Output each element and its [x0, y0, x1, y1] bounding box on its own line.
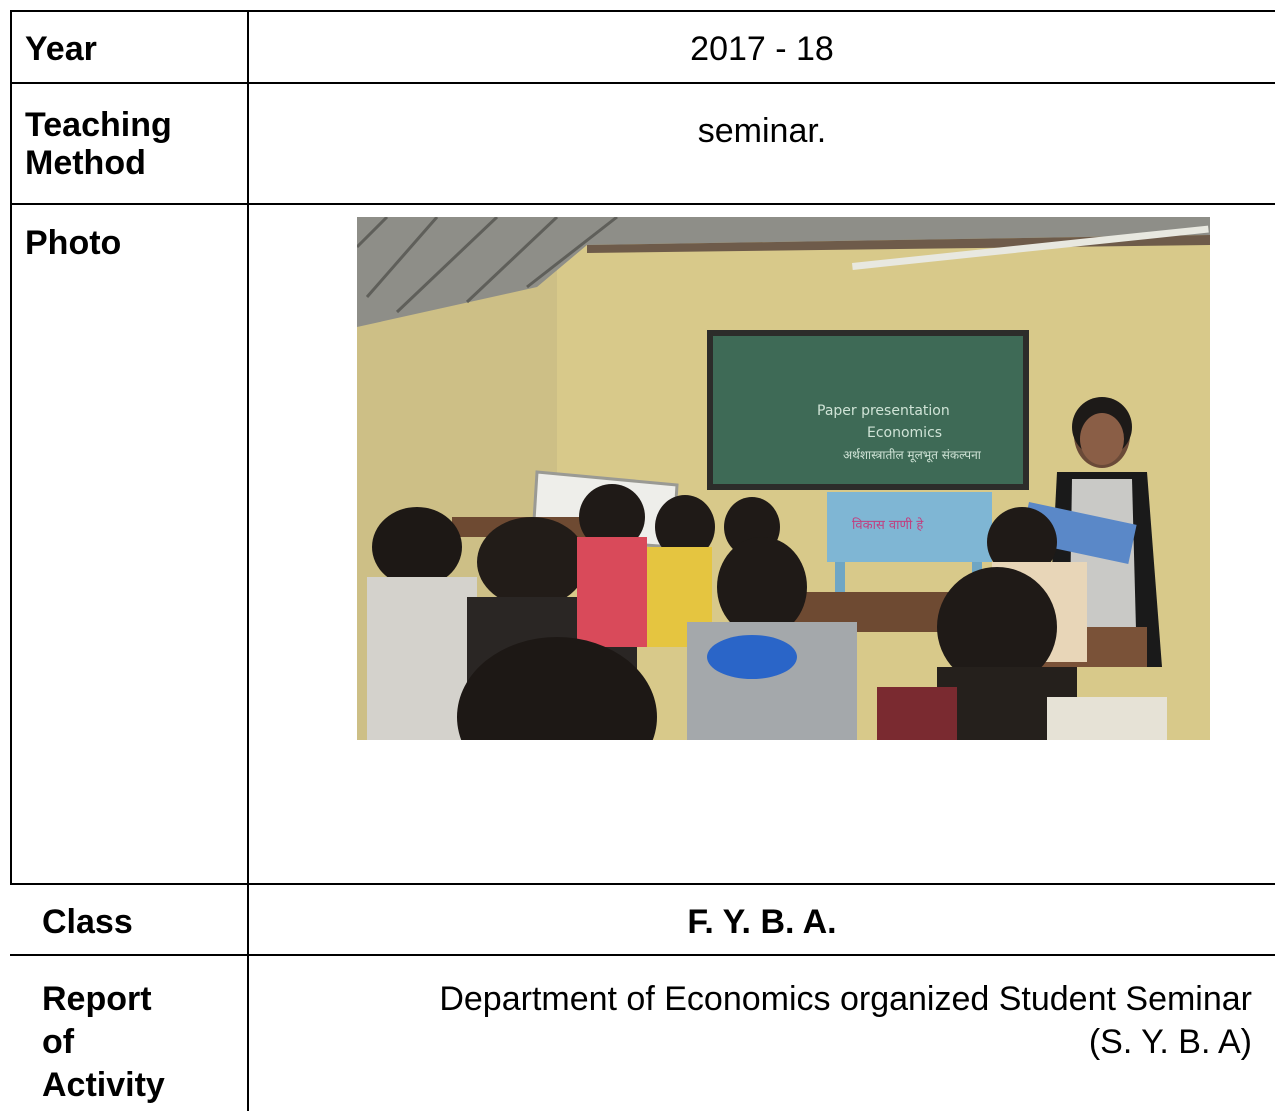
- class-value: F. Y. B. A.: [687, 903, 837, 941]
- photo-label: Photo: [25, 224, 122, 262]
- board-text-line1: Paper presentation: [817, 403, 950, 419]
- teaching-method-value: seminar.: [697, 112, 827, 150]
- report-value-line2: (S. Y. B. A): [1088, 1023, 1252, 1061]
- report-label-line2: of: [42, 1023, 75, 1061]
- teaching-method-label: Teaching Method: [25, 106, 172, 182]
- report-label-line1: Report: [42, 980, 152, 1018]
- table-border-top: [10, 10, 1275, 12]
- board-text-line2: Economics: [867, 425, 942, 441]
- column-divider: [247, 10, 249, 1111]
- year-value: 2017 - 18: [690, 30, 834, 68]
- class-label: Class: [42, 903, 133, 941]
- row-divider-photo: [10, 883, 1275, 885]
- row-divider-method: [10, 203, 1275, 205]
- row-divider-year: [10, 82, 1275, 84]
- desk-text: विकास वाणी हे: [852, 517, 924, 533]
- report-label-line3: Activity: [42, 1066, 165, 1104]
- classroom-photo: Paper presentation Economics अर्थशास्त्र…: [357, 217, 1210, 740]
- board-text-line3: अर्थशास्त्रातील मूलभूत संकल्पना: [843, 448, 982, 463]
- table-border-left: [10, 10, 12, 884]
- report-value-line1: Department of Economics organized Studen…: [439, 980, 1252, 1018]
- year-label: Year: [25, 30, 97, 68]
- row-divider-class: [10, 954, 1275, 956]
